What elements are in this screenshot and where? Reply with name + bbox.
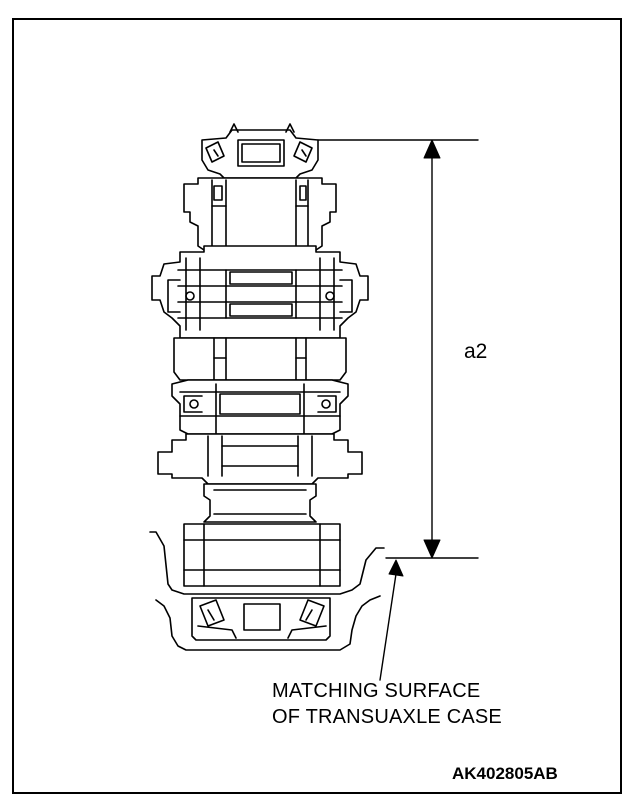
figure-code: AK402805AB	[452, 764, 558, 783]
dimension-arrowhead-bottom	[423, 539, 441, 559]
dimension-label: a2	[464, 340, 488, 363]
top-bearing	[201, 123, 319, 179]
synchronizer-hub	[151, 245, 369, 339]
callout-arrowhead	[388, 559, 404, 577]
lower-sync	[171, 379, 349, 435]
transaxle-case	[149, 531, 385, 651]
middle-gear	[173, 337, 347, 381]
callout-leader-line	[379, 573, 397, 681]
callout-text-line1: MATCHING SURFACE	[272, 680, 481, 702]
callout-text-line2: OF TRANSUAXLE CASE	[272, 706, 502, 728]
figure-border	[12, 18, 622, 794]
shaft-neck	[203, 483, 317, 523]
dimension-arrowhead-top	[423, 139, 441, 159]
lower-bearing	[183, 523, 341, 587]
lower-gear	[157, 433, 363, 485]
